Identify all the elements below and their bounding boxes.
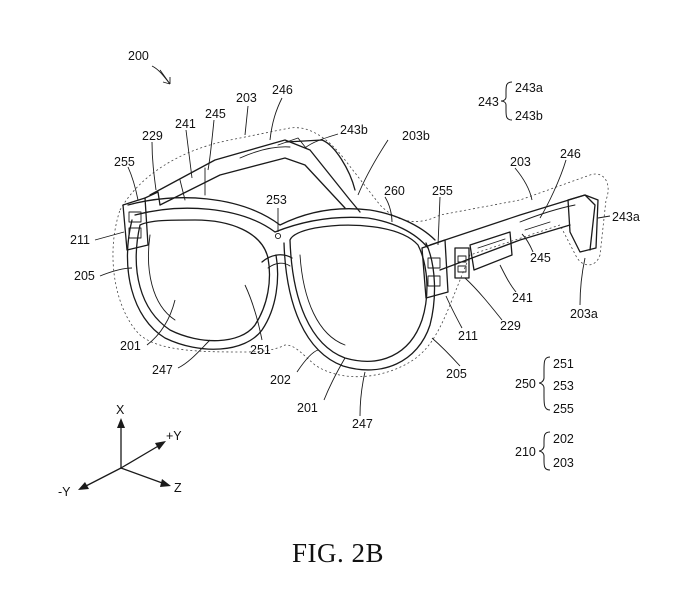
label-260: 260 [384, 184, 405, 198]
label-247-right: 247 [352, 417, 373, 431]
group-243: 243 243a 243b [478, 81, 543, 123]
axis-z-label: Z [174, 481, 182, 495]
label-203-right: 203 [510, 155, 531, 169]
reference-labels: 200 203 246 243b 203b 241 245 229 255 21… [70, 49, 640, 431]
leader-lines [94, 65, 611, 417]
right-endpiece [421, 239, 449, 299]
axis-plus-y-label: +Y [166, 429, 182, 443]
group-210-member-2: 203 [553, 456, 574, 470]
label-255-left: 255 [114, 155, 135, 169]
group-243-ref: 243 [478, 95, 499, 109]
label-246-right: 246 [560, 147, 581, 161]
label-202: 202 [270, 373, 291, 387]
label-211-left: 211 [70, 233, 90, 247]
ref-200-arrow [159, 69, 171, 85]
group-250-member-2: 253 [553, 379, 574, 393]
label-201-right: 201 [297, 401, 318, 415]
axis-minus-y-label: -Y [58, 485, 71, 499]
right-temple-arm [429, 194, 599, 279]
group-243-member-b: 243b [515, 109, 543, 123]
nose-sensor-253 [274, 232, 282, 240]
label-245-left: 245 [205, 107, 226, 121]
label-246-top: 246 [272, 83, 293, 97]
label-229-left: 229 [142, 129, 163, 143]
label-203a: 203a [570, 307, 598, 321]
group-210: 210 202 203 [515, 431, 574, 471]
label-253: 253 [266, 193, 287, 207]
group-210-ref: 210 [515, 445, 536, 459]
left-lens [126, 219, 279, 350]
coordinate-axes: X +Y -Y Z [58, 403, 182, 499]
label-255-right: 255 [432, 184, 453, 198]
label-251: 251 [250, 343, 271, 357]
group-210-member-1: 202 [553, 432, 574, 446]
left-temple-arm [149, 137, 361, 213]
label-201-left: 201 [120, 339, 141, 353]
label-245-right: 245 [530, 251, 551, 265]
label-241-right: 241 [512, 291, 533, 305]
label-243b-top: 243b [340, 123, 368, 137]
outer-dotted-envelope [112, 127, 609, 378]
frame-top-bar [127, 197, 436, 249]
label-205-right: 205 [446, 367, 467, 381]
bridge [261, 254, 293, 263]
group-250: 250 251 253 255 [515, 356, 574, 416]
axis-x-label: X [116, 403, 125, 417]
label-243a-right: 243a [612, 210, 640, 224]
label-203-top: 203 [236, 91, 257, 105]
label-241-left: 241 [175, 117, 196, 131]
group-250-member-1: 251 [553, 357, 574, 371]
label-205-left: 205 [74, 269, 95, 283]
figure-caption: FIG. 2B [292, 538, 384, 568]
label-203b: 203b [402, 129, 430, 143]
group-250-ref: 250 [515, 377, 536, 391]
group-243-member-a: 243a [515, 81, 543, 95]
group-250-member-3: 255 [553, 402, 574, 416]
right-lens [283, 224, 436, 371]
label-200: 200 [128, 49, 149, 63]
left-endpiece [122, 191, 161, 251]
label-229-right: 229 [500, 319, 521, 333]
label-211-right: 211 [458, 329, 478, 343]
label-247-left: 247 [152, 363, 173, 377]
